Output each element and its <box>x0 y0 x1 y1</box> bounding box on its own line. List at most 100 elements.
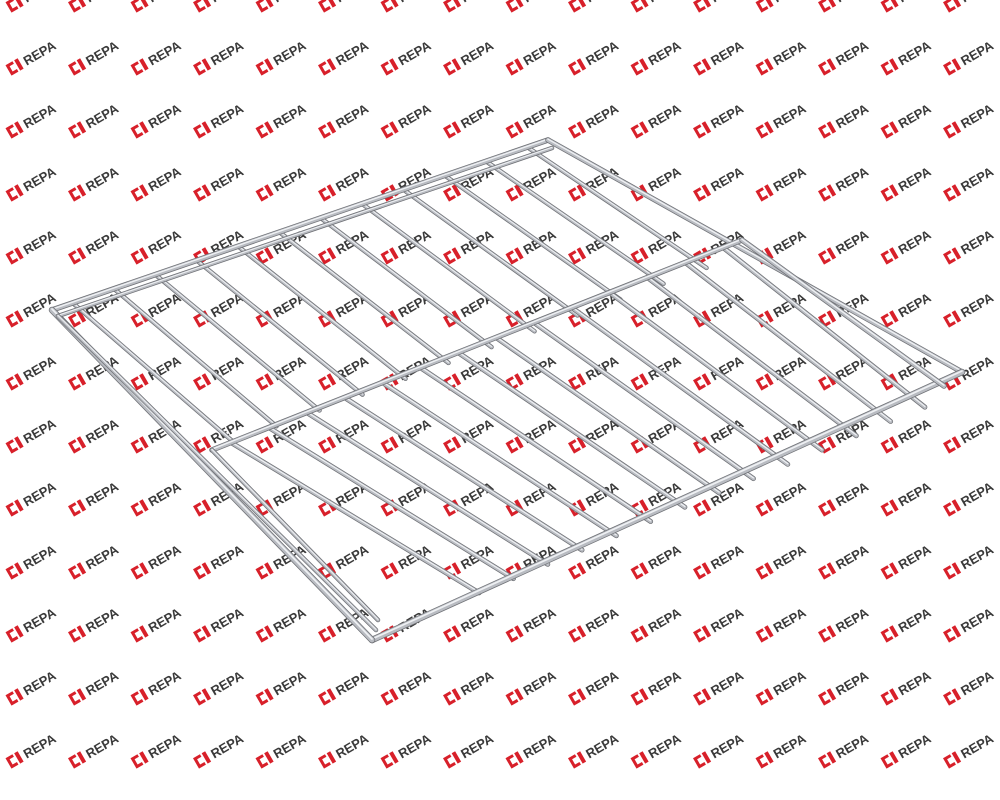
repa-logo-mark-icon <box>318 121 337 139</box>
repa-logo-mark-icon <box>5 121 24 139</box>
repa-logo-mark-icon <box>130 121 149 139</box>
repa-logo-mark-icon <box>943 247 962 265</box>
repa-logo-mark-icon <box>943 0 962 13</box>
repa-logo-mark-icon <box>943 184 962 202</box>
repa-logo-mark-icon <box>880 310 899 328</box>
repa-logo-mark-icon <box>568 58 587 76</box>
repa-logo-mark-icon <box>130 373 149 391</box>
repa-logo-mark-icon <box>943 310 962 328</box>
repa-logo-mark-icon <box>130 436 149 454</box>
repa-logo-mark-icon <box>568 121 587 139</box>
repa-logo-mark-icon <box>255 0 274 13</box>
repa-logo-mark-icon <box>380 310 399 328</box>
repa-logo-mark-icon <box>505 310 524 328</box>
repa-logo-mark-icon <box>568 373 587 391</box>
repa-logo-mark-icon <box>255 436 274 454</box>
repa-logo-mark-icon <box>318 247 337 265</box>
repa-logo-mark-icon <box>630 625 649 643</box>
repa-logo-mark-icon <box>755 688 774 706</box>
rack-front-wire-highlight <box>495 336 720 493</box>
repa-logo-mark-icon <box>880 0 899 13</box>
repa-logo-mark-icon <box>318 688 337 706</box>
repa-logo-mark-icon <box>755 499 774 517</box>
repa-logo-mark-icon <box>255 625 274 643</box>
rack-back-wire-highlight <box>485 160 665 284</box>
repa-logo-mark-icon <box>68 58 87 76</box>
repa-logo-mark-icon <box>68 184 87 202</box>
repa-logo-mark-icon <box>880 58 899 76</box>
repa-logo-mark-icon <box>443 121 462 139</box>
repa-logo-mark-icon <box>693 562 712 580</box>
repa-logo-mark-icon <box>68 310 87 328</box>
rack-back-wire-highlight <box>237 245 407 379</box>
rack-frame-right-highlight <box>547 138 963 372</box>
repa-logo-mark-icon <box>505 751 524 769</box>
repa-logo-mark-icon <box>755 625 774 643</box>
repa-logo-mark-icon <box>318 184 337 202</box>
repa-logo-mark-icon <box>255 751 274 769</box>
repa-logo-mark-icon <box>130 184 149 202</box>
repa-logo-mark-icon <box>5 499 24 517</box>
repa-logo-mark-icon <box>880 751 899 769</box>
repa-logo-mark-icon <box>693 58 712 76</box>
repa-logo-mark-icon <box>443 688 462 706</box>
repa-logo-mark-icon <box>443 0 462 13</box>
rack-frame-back-inner-highlight <box>57 146 553 316</box>
repa-logo-mark-icon <box>193 499 212 517</box>
repa-logo-mark-icon <box>130 499 149 517</box>
repa-logo-mark-icon <box>943 436 962 454</box>
repa-logo-mark-icon <box>68 247 87 265</box>
rack-frame-front-body <box>369 369 965 643</box>
repa-logo-mark-icon <box>505 247 524 265</box>
repa-logo-mark-icon <box>443 58 462 76</box>
rack-frame-front-highlight <box>371 370 963 640</box>
repa-logo-mark-icon <box>630 121 649 139</box>
repa-logo-mark-icon <box>318 625 337 643</box>
repa-logo-mark-icon <box>318 0 337 13</box>
repa-logo-mark-icon <box>68 0 87 13</box>
rack-front-wire-highlight <box>306 411 549 565</box>
rack-back-wire-highlight <box>154 273 321 411</box>
repa-logo-mark-icon <box>318 751 337 769</box>
repa-logo-mark-icon <box>630 184 649 202</box>
repa-logo-mark-icon <box>693 688 712 706</box>
rack-front-wire-highlight <box>722 246 926 408</box>
rack-frame-back-inner-body <box>56 146 554 318</box>
repa-logo-mark-icon <box>818 688 837 706</box>
rack-back-wire-highlight <box>402 188 579 316</box>
repa-logo-mark-icon <box>943 58 962 76</box>
repa-logo-mark-icon <box>880 184 899 202</box>
repa-logo-mark-icon <box>693 751 712 769</box>
repa-logo-mark-icon <box>255 121 274 139</box>
repa-logo-mark-icon <box>630 562 649 580</box>
rack-front-wire-highlight <box>419 366 652 522</box>
repa-logo-mark-icon <box>880 625 899 643</box>
repa-logo-mark-icon <box>755 58 774 76</box>
repa-logo-mark-icon <box>505 184 524 202</box>
repa-logo-mark-icon <box>630 58 649 76</box>
rack-front-wire-highlight <box>684 261 892 422</box>
repa-logo-mark-icon <box>443 625 462 643</box>
repa-logo-mark-icon <box>193 751 212 769</box>
repa-logo-mark-icon <box>380 58 399 76</box>
repa-logo-mark-icon <box>505 436 524 454</box>
repa-logo-mark-icon <box>318 436 337 454</box>
repa-logo-mark-icon <box>68 499 87 517</box>
repa-logo-mark-icon <box>880 121 899 139</box>
repa-logo-mark-icon <box>943 688 962 706</box>
repa-logo-mark-icon <box>755 562 774 580</box>
repa-logo-mark-icon <box>505 688 524 706</box>
repa-logo-mark-icon <box>318 58 337 76</box>
repa-logo-mark-icon <box>193 373 212 391</box>
repa-logo-mark-icon <box>943 121 962 139</box>
repa-logo-mark-icon <box>630 0 649 13</box>
repa-logo-mark-icon <box>193 562 212 580</box>
rack-divider-rail-body <box>210 238 744 452</box>
repa-logo-mark-icon <box>568 184 587 202</box>
repa-logo-mark-icon <box>693 310 712 328</box>
repa-logo-mark-icon <box>755 121 774 139</box>
repa-logo-mark-icon <box>68 373 87 391</box>
